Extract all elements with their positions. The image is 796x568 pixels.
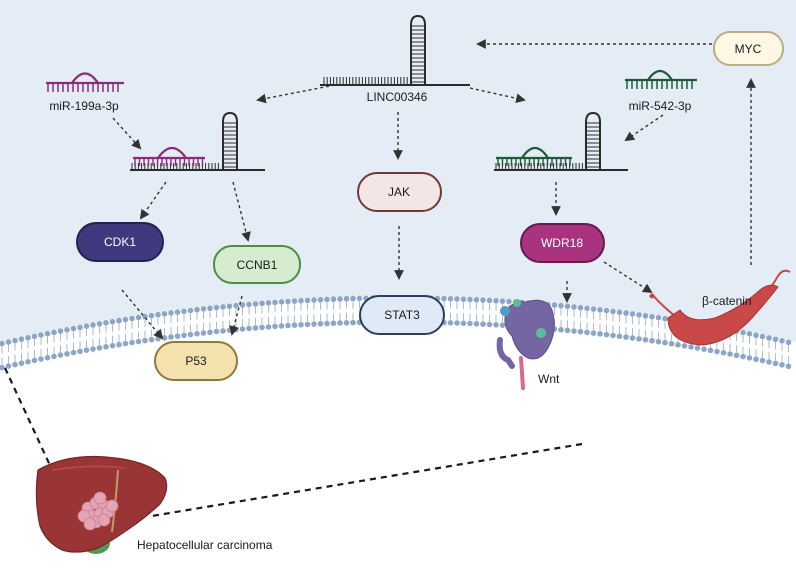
arrow-mir542-complex (624, 114, 664, 142)
mir-199a-3p-free (46, 72, 124, 92)
mir-542-3p-free (625, 69, 697, 89)
p53-node (154, 341, 238, 381)
wdr18-node (520, 223, 605, 263)
mir-542-3p-label: miR-542-3p (629, 99, 692, 113)
arrow-complex-cdk1 (139, 181, 167, 220)
jak-label: JAK (388, 185, 410, 199)
tumor-mass (77, 491, 119, 531)
cell-interior (0, 0, 796, 342)
mir-199a-3p-label: miR-199a-3p (49, 99, 119, 113)
mir542-lnc-complex (494, 111, 628, 171)
mir199-lnc-complex (130, 111, 265, 171)
cdk1-label: CDK1 (104, 235, 136, 249)
wnt-shape (496, 299, 555, 390)
myc-node (713, 31, 784, 66)
beta-catenin-shape (649, 269, 791, 346)
ccnb1-label: CCNB1 (237, 258, 278, 272)
arrow-mir199-complex (112, 117, 142, 150)
wnt-label: Wnt (538, 372, 560, 386)
beta-catenin-label: β-catenin (702, 294, 752, 308)
arrow-ccnb1-p53 (229, 295, 243, 336)
linc00346-rna (320, 14, 470, 86)
stat3-label: STAT3 (384, 308, 420, 322)
stat3-node (359, 295, 445, 335)
ccnb1-node (213, 245, 301, 284)
myc-label: MYC (735, 42, 762, 56)
arrow-lnc-left (256, 84, 336, 104)
arrow-cdk1-p53 (121, 289, 164, 340)
linc00346-label: LINC00346 (367, 90, 428, 104)
jak-node (357, 172, 442, 212)
zoom-line-right (151, 442, 583, 518)
cdk1-node (76, 222, 164, 262)
p53-label: P53 (185, 354, 207, 368)
arrow-complex-ccnb1 (232, 181, 251, 242)
wdr18-label: WDR18 (541, 236, 583, 250)
hcc-label: Hepatocellular carcinoma (137, 538, 273, 552)
